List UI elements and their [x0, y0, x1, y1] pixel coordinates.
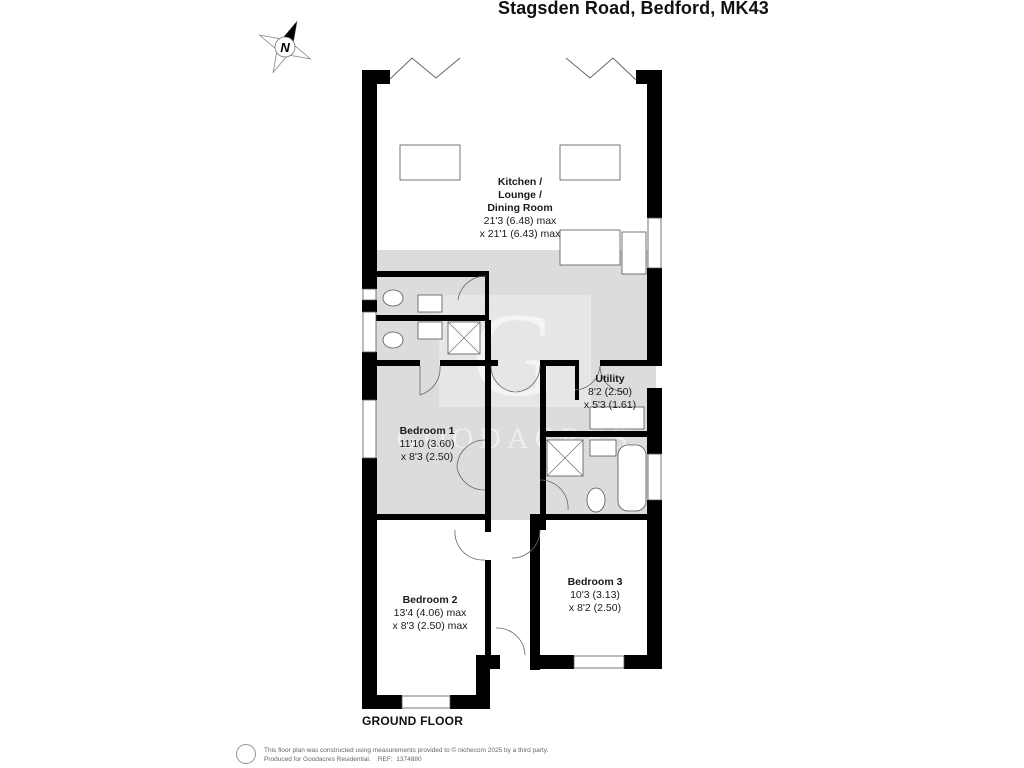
kitchen-sink-hob — [621, 231, 647, 275]
room-label-bedroom-1: Bedroom 1 11'10 (3.60) x 8'3 (2.50) — [400, 425, 455, 464]
wc-toilet-2 — [382, 331, 404, 349]
room-dimension: x 8'3 (2.50) — [400, 451, 454, 463]
kitchen-island-right — [559, 144, 621, 181]
shower-tray-lines — [447, 321, 584, 477]
svg-text:N: N — [280, 40, 290, 55]
room-label-utility: Utility 8'2 (2.50) x 5'3 (1.61) — [584, 373, 636, 412]
wc-basin-2 — [417, 321, 443, 340]
room-dimension: 8'2 (2.50) — [587, 386, 633, 398]
room-dimension: 21'3 (6.48) max — [483, 215, 557, 227]
kitchen-counter — [559, 229, 621, 266]
room-dimension: x 21'1 (6.43) max — [479, 228, 561, 240]
property-address-title: Stagsden Road, Bedford, MK43 — [498, 0, 769, 18]
north-compass-icon: N — [258, 20, 312, 74]
room-dimension: 11'10 (3.60) — [399, 438, 455, 450]
room-name: Kitchen / — [497, 176, 543, 188]
producer-line: Produced for Goodacres Residential. REF:… — [264, 755, 548, 764]
room-dimension: 13'4 (4.06) max — [393, 607, 467, 619]
room-label-bedroom-3: Bedroom 3 10'3 (3.13) x 8'2 (2.50) — [568, 576, 623, 615]
room-dimension: x 5'3 (1.61) — [583, 399, 637, 411]
wc-basin-1 — [417, 294, 443, 313]
room-name: Lounge / — [498, 189, 542, 201]
disclaimer-line: This floor plan was constructed using me… — [264, 747, 549, 754]
walls — [362, 70, 662, 709]
floor-label: GROUND FLOOR — [362, 714, 464, 728]
person-scale-icon — [236, 744, 256, 764]
utility-sink-machine — [589, 406, 645, 430]
room-name: Utility — [595, 373, 625, 385]
room-label-bedroom-2: Bedroom 2 13'4 (4.06) max x 8'3 (2.50) m… — [393, 594, 468, 633]
room-name: Bedroom 2 — [402, 594, 458, 606]
watermark-text: GOODACRES — [396, 422, 633, 455]
footer-disclaimer: This floor plan was constructed using me… — [264, 746, 548, 764]
wc-toilet-1 — [382, 289, 404, 307]
door-swings — [419, 275, 626, 656]
room-name: Bedroom 1 — [399, 425, 455, 437]
ref-label: REF: — [377, 756, 393, 763]
kitchen-island-left — [399, 144, 461, 181]
producer-text: Produced for Goodacres Residential. — [264, 756, 371, 763]
ref-value: 1374880 — [396, 756, 422, 763]
room-label-kitchen: Kitchen / Lounge / Dining Room 21'3 (6.4… — [480, 176, 561, 241]
room-dimension: 10'3 (3.13) — [570, 589, 620, 601]
room-name: Dining Room — [487, 202, 553, 214]
room-dimension: x 8'2 (2.50) — [568, 602, 622, 614]
bifold-door-left — [388, 57, 461, 81]
windows — [362, 217, 662, 709]
bathroom-bath — [617, 444, 647, 512]
room-name: Bedroom 3 — [567, 576, 623, 588]
bifold-door-right — [565, 57, 637, 81]
bathroom-basin — [589, 439, 617, 457]
room-dimension: x 8'3 (2.50) max — [392, 620, 468, 632]
bathroom-toilet — [586, 487, 606, 513]
